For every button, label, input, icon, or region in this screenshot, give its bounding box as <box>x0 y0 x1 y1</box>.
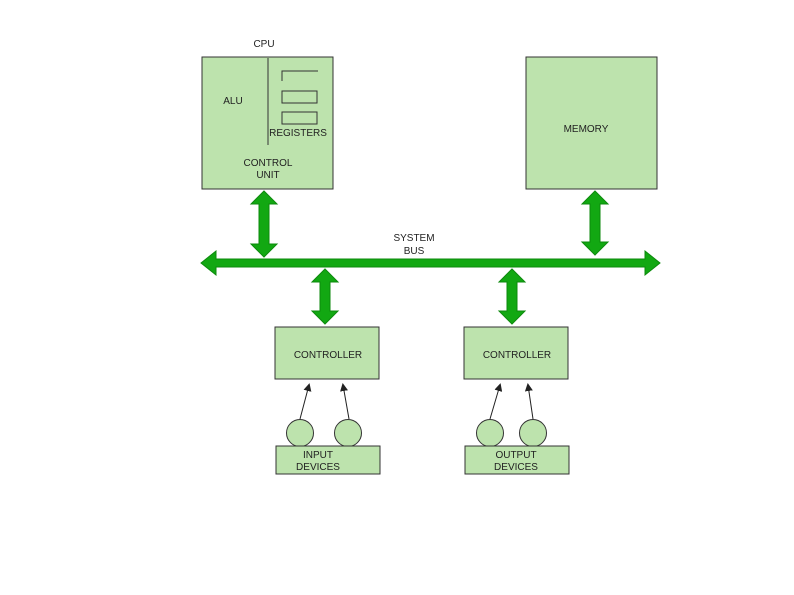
alu-label: ALU <box>223 96 242 107</box>
cpu-bus-arrow <box>249 190 279 258</box>
memory-bus-arrow <box>580 190 610 256</box>
output-controller-box <box>463 326 569 380</box>
input-devices-label-line1: INPUT <box>303 450 333 461</box>
input-device-arrow <box>340 383 350 420</box>
input-device-arrow <box>299 383 312 420</box>
control-unit-label-line2: UNIT <box>256 170 279 181</box>
input-devices-box <box>275 445 381 475</box>
output-device-circle <box>519 419 547 447</box>
memory-label: MEMORY <box>564 124 609 135</box>
input-controller-bus-arrow <box>310 268 340 325</box>
output-devices-box <box>464 445 570 475</box>
control-unit-label-line1: CONTROL <box>244 158 293 169</box>
register-bracket <box>281 70 318 81</box>
input-controller-label: CONTROLLER <box>294 350 362 361</box>
output-device-arrow <box>489 383 503 420</box>
output-controller-label: CONTROLLER <box>483 350 551 361</box>
input-devices-label-line2: DEVICES <box>296 462 340 473</box>
memory-box <box>525 56 658 190</box>
output-device-arrow <box>524 383 534 420</box>
output-controller-bus-arrow <box>497 268 527 325</box>
output-device-circle <box>476 419 504 447</box>
system-bus-arrow <box>200 249 661 277</box>
cpu-title: CPU <box>253 39 274 50</box>
input-controller-box <box>274 326 380 380</box>
system-bus-label-line2: BUS <box>404 246 425 257</box>
system-bus-label-line1: SYSTEM <box>393 233 434 244</box>
output-devices-label-line2: DEVICES <box>494 462 538 473</box>
output-devices-label-line1: OUTPUT <box>495 450 536 461</box>
input-device-circle <box>286 419 314 447</box>
registers-label: REGISTERS <box>269 128 327 139</box>
input-device-circle <box>334 419 362 447</box>
register-cell <box>281 90 318 104</box>
register-cell <box>281 111 318 125</box>
